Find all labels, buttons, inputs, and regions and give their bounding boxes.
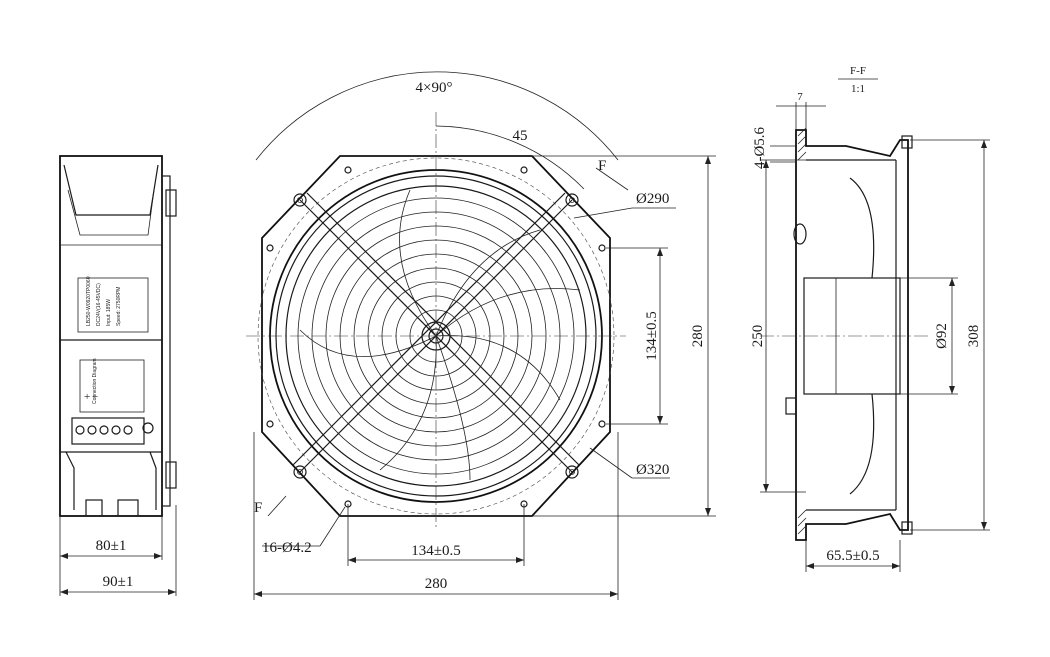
minus-sign: −: [92, 391, 98, 403]
section-title: F-F: [850, 65, 866, 77]
dim-width-inner: 80±1: [96, 538, 127, 554]
dim-d92: Ø92: [934, 323, 950, 349]
angle-arc-45: [435, 125, 585, 190]
section-bolt-top: [793, 223, 807, 245]
dim-d308: 308: [966, 325, 982, 348]
dim-slots: 4-Ø5.6: [752, 126, 768, 169]
dim-hole-spacing-h: 134±0.5: [411, 543, 460, 559]
leader-d290: [573, 207, 633, 219]
side-foot-right: [117, 499, 139, 517]
leader-holes: [319, 506, 346, 547]
leader-d320: [589, 447, 633, 479]
dim-thickness: 7: [797, 91, 803, 103]
dim-width-outer: 90±1: [103, 574, 134, 590]
side-screw-top: [165, 189, 177, 217]
arrow: [154, 553, 162, 559]
section-blade-bottom: [849, 393, 875, 495]
side-flange: [161, 175, 171, 507]
dim-d290: Ø290: [636, 191, 669, 207]
connection-label: [79, 359, 145, 413]
connection-title: Connection Diagram: [92, 358, 98, 404]
section-hatching: [797, 127, 807, 535]
terminal-block: [71, 417, 154, 445]
side-foot-left: [85, 499, 103, 517]
label-line4: Speed: 2750RPM: [116, 287, 122, 326]
dim-angle: 4×90°: [416, 80, 453, 96]
angle-arc-outer: [255, 71, 619, 161]
dim-height: 280: [690, 325, 706, 348]
section-blade-top: [849, 177, 875, 279]
d320-circle: [257, 157, 615, 515]
arrow: [60, 589, 68, 595]
side-top-vane: [63, 164, 159, 216]
section-view: F-F 1:1 7 4-Ø5.6: [750, 65, 990, 572]
arrow: [60, 553, 68, 559]
section-venturi: [806, 159, 896, 511]
dim-d320: Ø320: [636, 462, 669, 478]
side-base-legs: [65, 451, 157, 510]
section-connector: [785, 397, 797, 415]
dim-angle-45: 45: [513, 128, 528, 144]
label-line1: LB250-W0920TP0060: [86, 276, 92, 326]
label-line2: DC24V(16-45VDC): [96, 283, 102, 326]
section-screw-top: [901, 135, 913, 149]
front-view: 4×90° 45 F F Ø290 Ø320 134±0.5 280: [246, 71, 716, 600]
side-top-vane-inner: [67, 189, 155, 236]
section-mark-top: F: [598, 158, 606, 174]
dim-hole-spacing-v: 134±0.5: [644, 311, 660, 360]
dim-width: 280: [425, 576, 448, 592]
section-housing: [795, 129, 909, 541]
dim-depth: 65.5±0.5: [826, 548, 879, 564]
label-line3: Input: 185W: [106, 299, 112, 326]
section-scale: 1:1: [851, 83, 865, 95]
plus-sign: +: [84, 391, 90, 403]
side-screw-bottom: [165, 461, 177, 489]
product-label: [77, 277, 149, 333]
section-screw-bottom: [901, 521, 913, 535]
dim-holes: 16-Ø4.2: [262, 540, 312, 556]
section-cut-bottom: [267, 495, 287, 517]
side-view: LB250-W0920TP0060 DC24V(16-45VDC) Input:…: [59, 155, 177, 596]
section-cut-top: [595, 167, 629, 191]
dim-d250: 250: [750, 325, 766, 348]
section-mark-bottom: F: [254, 500, 262, 516]
arrow: [168, 589, 176, 595]
guard-screws: [293, 193, 579, 479]
